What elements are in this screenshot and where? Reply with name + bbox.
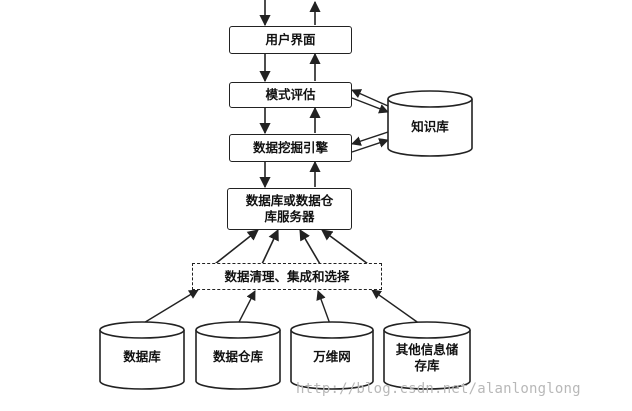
cleaning-integration-selection-box: 数据清理、集成和选择 <box>192 263 382 290</box>
knowledge-base-label: 知识库 <box>411 119 449 134</box>
arrow-dw-to-clean <box>237 290 256 325</box>
other-repos-cylinder <box>383 321 471 390</box>
www-label: 万维网 <box>313 349 351 364</box>
mining-engine-box: 数据挖掘引擎 <box>229 134 352 162</box>
db-server-box: 数据库或数据仓 库服务器 <box>227 188 352 230</box>
arrow-clean-to-server-4 <box>321 229 369 265</box>
arrow-kb-engine-out <box>351 138 389 153</box>
data-warehouse-label: 数据仓库 <box>212 349 263 364</box>
watermark: http://blog.csdn.net/alanlonglong <box>296 381 581 397</box>
database-cylinder <box>99 321 185 390</box>
user-interface-box: 用户界面 <box>229 26 352 54</box>
www-cylinder <box>290 321 374 390</box>
arrow-kb-eval-out <box>351 97 389 114</box>
arrow-clean-to-server-2 <box>261 228 279 265</box>
arrow-db-to-clean <box>141 289 199 325</box>
database-label: 数据库 <box>123 349 161 364</box>
arrow-clean-to-server-1 <box>214 229 259 265</box>
pattern-evaluation-box: 模式评估 <box>229 82 352 108</box>
data-warehouse-cylinder <box>195 321 281 390</box>
arrow-www-to-clean <box>316 290 331 325</box>
arrow-kb-eval-in <box>351 89 389 107</box>
arrow-kb-engine-in <box>351 131 389 146</box>
arrow-clean-to-server-3 <box>299 229 321 265</box>
other-repos-label: 其他信息储 存库 <box>395 342 459 373</box>
knowledge-base-cylinder <box>387 90 473 157</box>
arrow-other-to-clean <box>371 289 421 325</box>
